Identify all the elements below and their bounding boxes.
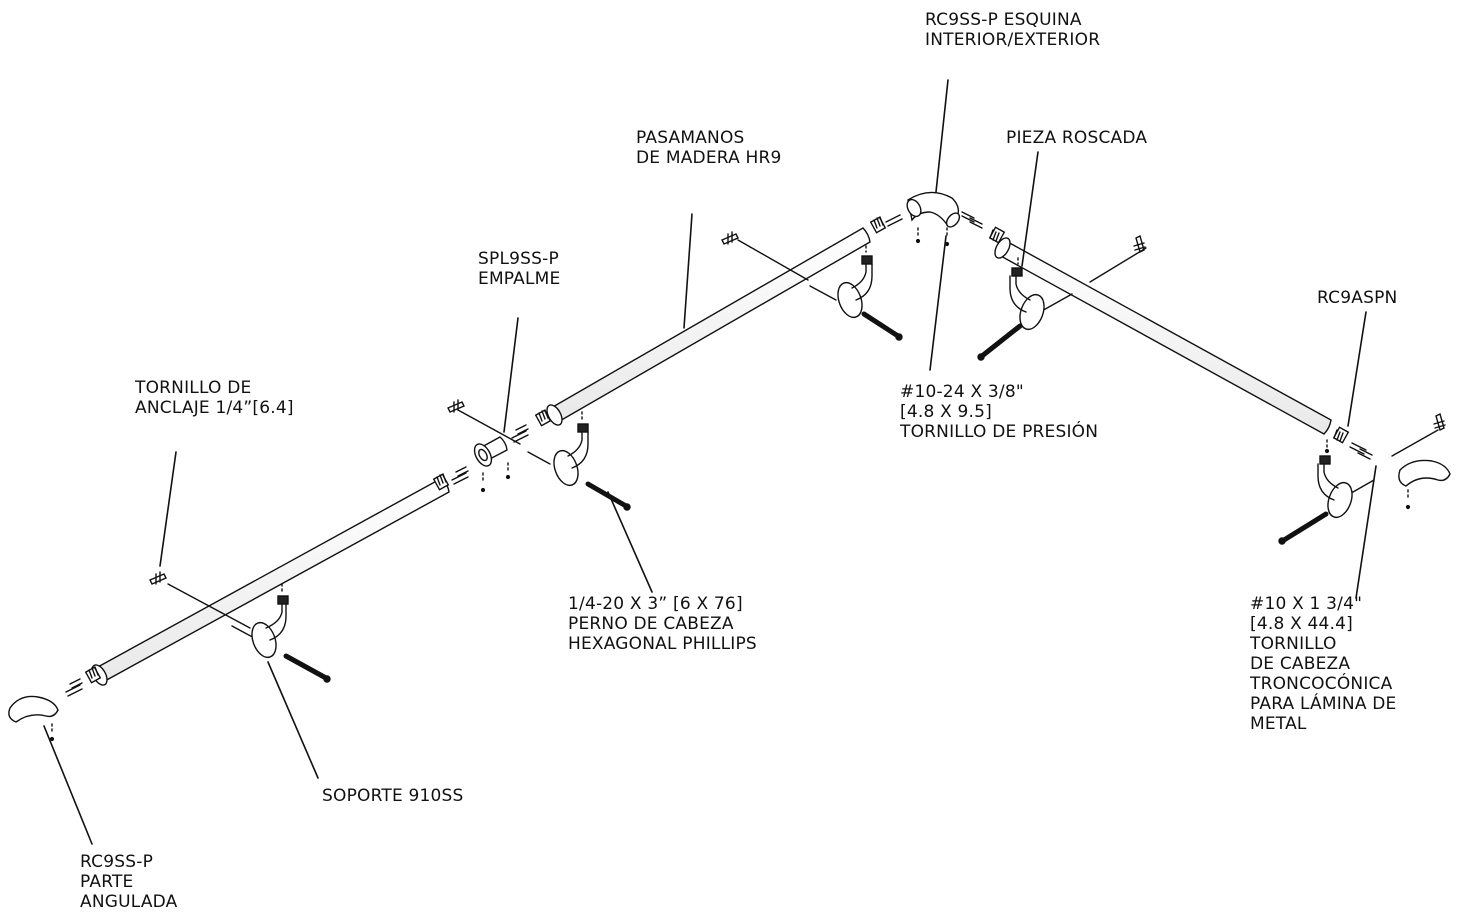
label-hex-bolt: 1/4-20 X 3” [6 X 76] PERNO DE CABEZA HEX… [568, 594, 757, 654]
label-line: SPL9SS-P [478, 249, 559, 269]
support-bracket [1317, 455, 1353, 519]
splice-sleeve [473, 436, 508, 467]
support-bracket [251, 583, 289, 659]
leader-lines [43, 79, 1377, 845]
angled-end-cap-left [8, 695, 59, 723]
label-line: DE MADERA HR9 [636, 148, 782, 168]
set-screw [1349, 442, 1373, 460]
label-line: TORNILLO DE [135, 378, 252, 398]
threaded-connector [869, 216, 887, 234]
label-line: #10-24 X 3/8" [900, 382, 1024, 402]
hex-bolt [977, 323, 1023, 361]
label-line: PARTE [80, 872, 134, 892]
hex-bolt [585, 481, 631, 511]
label-line: TRONCOCÓNICA [1250, 674, 1393, 694]
label-line: PIEZA ROSCADA [1006, 128, 1148, 148]
threaded-connector [1332, 426, 1350, 444]
label-line: TORNILLO [1250, 634, 1337, 654]
hex-bolt [283, 653, 331, 683]
hex-bolt [861, 311, 903, 341]
wall-anchor [1433, 412, 1446, 432]
set-screw [511, 424, 529, 443]
label-handrail: PASAMANOS DE MADERA HR9 [636, 128, 782, 168]
label-line: #10 X 1 3/4" [1250, 594, 1363, 614]
label-line: INTERIOR/EXTERIOR [925, 30, 1101, 50]
label-bracket: SOPORTE 910SS [322, 786, 464, 806]
threaded-connector [988, 226, 1006, 244]
label-corner-fitting: RC9SS-P ESQUINA INTERIOR/EXTERIOR [925, 10, 1100, 50]
label-line: ANGULADA [80, 892, 178, 912]
label-set-screw: #10-24 X 3/8" [4.8 X 9.5] TORNILLO DE PR… [900, 382, 1098, 442]
corner-fitting [906, 191, 961, 228]
threaded-connector [84, 666, 102, 684]
return-cap-right [1398, 459, 1451, 487]
label-line: EMPALME [478, 269, 561, 289]
label-line: RC9SS-P ESQUINA [925, 10, 1082, 30]
label-line: PERNO DE CABEZA [568, 614, 734, 634]
label-line: PASAMANOS [636, 128, 745, 148]
label-line: RC9SS-P [80, 852, 154, 872]
label-line: SOPORTE 910SS [322, 786, 464, 806]
label-splice: SPL9SS-P EMPALME [478, 249, 560, 289]
label-threaded-piece: PIEZA ROSCADA [1006, 128, 1147, 148]
support-bracket [837, 245, 873, 319]
label-line: RC9ASPN [1317, 288, 1398, 308]
label-anchor-screw: TORNILLO DE ANCLAJE 1/4”[6.4] [135, 378, 294, 418]
label-line: ANCLAJE 1/4”[6.4] [135, 398, 294, 418]
wall-anchor [721, 231, 739, 245]
set-screw [451, 466, 469, 485]
label-line: [4.8 X 9.5] [900, 402, 992, 422]
set-screw [65, 678, 83, 697]
label-line: [4.8 X 44.4] [1250, 614, 1354, 634]
label-line: HEXAGONAL PHILLIPS [568, 634, 757, 654]
wall-anchor [447, 399, 465, 413]
label-return-cap: RC9ASPN [1317, 288, 1397, 308]
set-screw [885, 211, 983, 229]
label-sheet-metal-screw: #10 X 1 3/4" [4.8 X 44.4] TORNILLO DE CA… [1250, 594, 1397, 734]
wall-anchor [149, 571, 167, 585]
threaded-connector [534, 409, 552, 427]
support-bracket [553, 411, 589, 487]
label-line: PARA LÁMINA DE [1250, 694, 1397, 714]
handrail-tube-3 [994, 237, 1332, 435]
support-bracket [1009, 257, 1045, 331]
label-line: TORNILLO DE PRESIÓN [900, 422, 1099, 442]
hex-bolt [1278, 511, 1329, 545]
label-line: 1/4-20 X 3” [6 X 76] [568, 594, 743, 614]
threaded-connector [432, 473, 450, 491]
label-line: DE CABEZA [1250, 654, 1351, 674]
handrail-tube-2 [546, 227, 871, 426]
label-line: METAL [1250, 714, 1307, 734]
label-angled-end: RC9SS-P PARTE ANGULADA [80, 852, 177, 912]
